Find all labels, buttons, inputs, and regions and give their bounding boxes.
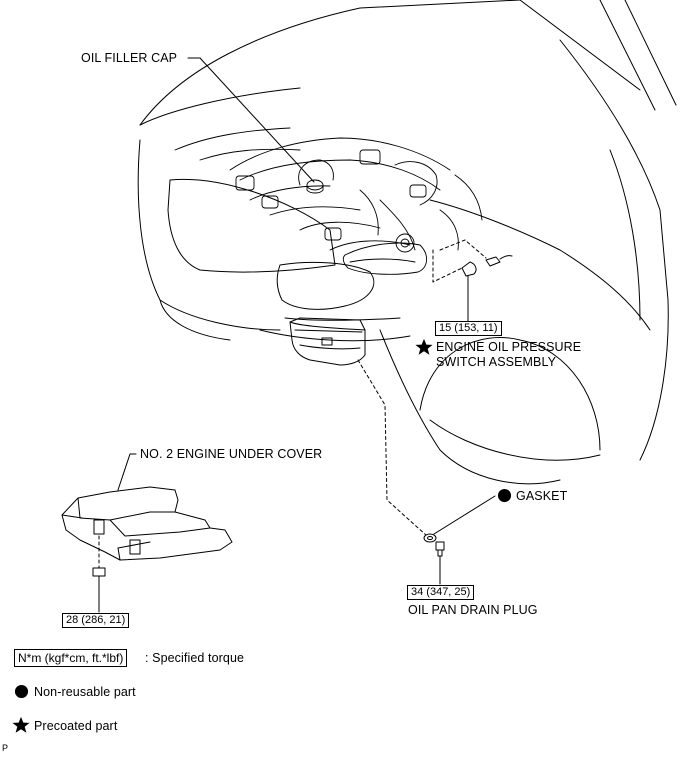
under-cover [61,486,233,561]
legend-precoated-label: Precoated part [34,719,118,733]
pressure-switch-torque-box: 15 (153, 11) [435,321,502,336]
drain-plug-parts [423,495,496,585]
legend-star-icon [12,716,30,739]
star-icon [415,338,433,361]
legend-torque-unit-box: N*m (kgf*cm, ft.*lbf) [14,649,128,667]
corner-mark: P [2,743,9,753]
under-cover-bolt [92,567,106,613]
engine-oil-pressure-switch-label-1: ENGINE OIL PRESSURE [436,340,582,354]
oil-filler-cap-label: OIL FILLER CAP [81,51,178,65]
legend-filled-circle-icon [14,684,29,704]
vehicle-body-outline [137,0,677,485]
engine-oil-pressure-switch-label-2: SWITCH ASSEMBLY [436,355,557,369]
oil-pan [289,317,366,366]
drain-plug-torque-box: 34 (347, 25) [407,585,475,600]
oil-pan-drain-plug-label: OIL PAN DRAIN PLUG [408,603,538,617]
legend-non-reusable-label: Non-reusable part [34,685,136,699]
oil-pressure-switch-parts [461,255,513,323]
gasket-label: GASKET [516,489,568,503]
legend-torque-description: : Specified torque [145,651,245,665]
filled-circle-icon [497,488,512,508]
engine-bay [174,127,483,275]
under-cover-label: NO. 2 ENGINE UNDER COVER [140,447,323,461]
under-cover-torque-box: 28 (286, 21) [62,613,130,628]
